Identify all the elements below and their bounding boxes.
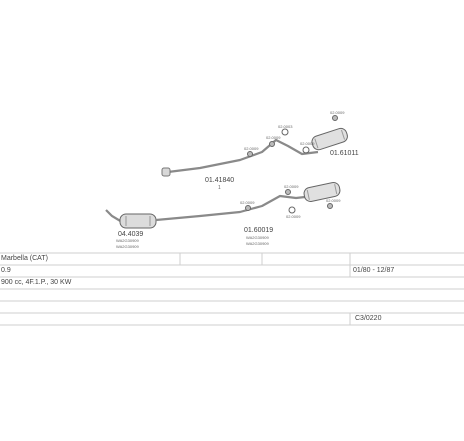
hanger-icon <box>288 206 296 214</box>
small-part-label: 02.0009 <box>266 135 281 140</box>
small-part-label: 02.0009 <box>326 198 341 203</box>
front-section <box>105 182 341 229</box>
catalyst-ref: WA2G30909 <box>116 238 140 243</box>
catalyst-code: 04.4039 <box>118 231 143 238</box>
clamp-icon <box>327 203 333 209</box>
main-pipe <box>167 138 319 174</box>
clamp-icon <box>269 141 275 147</box>
clamp-icon <box>247 151 253 157</box>
years-cell: 01/80 - 12/87 <box>353 267 395 274</box>
small-part-label: 02.0009 <box>286 214 301 219</box>
middle-pipe-code: 01.60019 <box>244 227 273 234</box>
reference-cell: C3/0220 <box>355 315 382 322</box>
rear-silencer-code: 01.61011 <box>330 150 359 157</box>
middle-silencer <box>303 182 341 202</box>
clamp-icon <box>285 189 291 195</box>
middle-pipe-ref: WA2G30909 <box>246 241 270 246</box>
middle-pipe-ref: WA2G30909 <box>246 235 270 240</box>
rear-silencer <box>311 127 348 151</box>
front-pipe <box>105 209 123 223</box>
middle-pipe <box>155 194 315 222</box>
hanger-icon <box>302 146 310 154</box>
clamp-icon <box>245 205 251 211</box>
small-part-label: 02.0009 <box>300 141 315 146</box>
pipe-end-cap <box>161 167 171 177</box>
info-table-grid <box>0 252 464 326</box>
hanger-icon <box>281 128 289 136</box>
small-part-label: 02.0009 <box>330 110 345 115</box>
engine-cell: 900 cc, 4F.1.P., 30 KW <box>1 279 72 286</box>
clamp-icon <box>332 115 338 121</box>
model-cell: Marbella (CAT) <box>1 255 48 262</box>
main-pipe-code: 01.41840 <box>205 177 234 184</box>
small-part-label: 02.0009 <box>240 200 255 205</box>
main-pipe-sub: 1 <box>218 185 221 191</box>
catalyst-ref: WA2G30909 <box>116 244 140 249</box>
small-part-label: 02.0003 <box>278 124 293 129</box>
rear-section <box>161 115 348 177</box>
variant-cell: 0.9 <box>1 267 11 274</box>
catalyst <box>119 213 157 229</box>
small-part-label: 02.0009 <box>284 184 299 189</box>
small-part-label: 02.0009 <box>244 146 259 151</box>
